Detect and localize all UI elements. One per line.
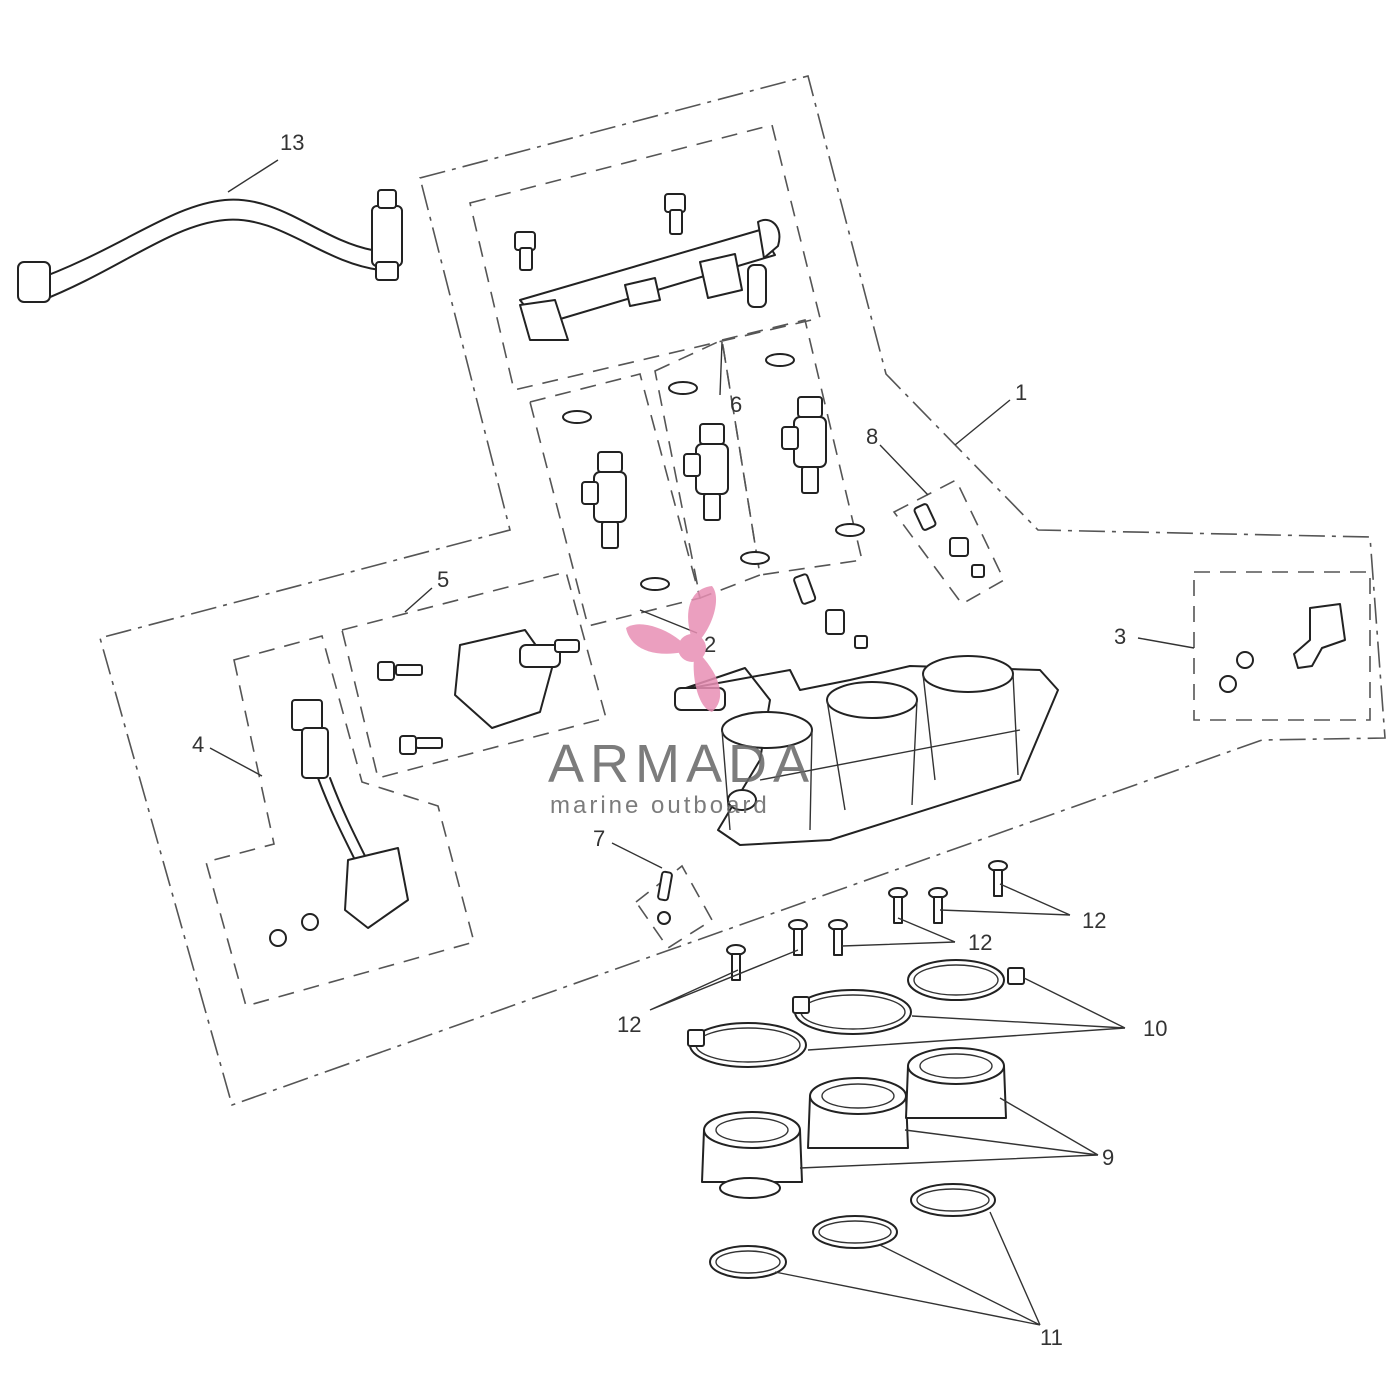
boundary-sensor-4 [205, 635, 475, 1007]
boundary-fuel-rail [469, 124, 821, 391]
fuel-injectors [581, 396, 827, 549]
idle-screw-spring [793, 573, 868, 649]
watermark: ARMADA marine outboard [548, 586, 815, 819]
callout-12-right: 12 [1082, 908, 1106, 933]
callout-13: 13 [280, 130, 304, 155]
leader-lines [209, 159, 1195, 1326]
callout-3: 3 [1114, 624, 1126, 649]
o-rings [562, 353, 865, 591]
callout-11: 11 [1040, 1325, 1063, 1350]
boundary-injectors-mid [654, 338, 761, 600]
callout-12-middle: 12 [968, 930, 992, 955]
callout-6: 6 [730, 392, 742, 417]
watermark-tagline: marine outboard [550, 792, 770, 819]
callout-5: 5 [437, 567, 449, 592]
callout-9: 9 [1102, 1145, 1114, 1170]
callout-7: 7 [593, 826, 605, 851]
intake-adapters [701, 1047, 1007, 1199]
propeller-logo-icon [626, 586, 721, 712]
bracket-3 [1219, 603, 1346, 693]
callout-2: 2 [704, 632, 716, 657]
boundary-screw-8 [892, 478, 1006, 606]
hose-clamps [687, 959, 1025, 1068]
callout-labels: 13 1 6 8 5 2 3 4 7 12 12 12 10 9 11 [192, 130, 1167, 1350]
sensor-with-harness [269, 699, 409, 947]
screw-set-7 [657, 870, 673, 925]
boundary-injectors-right [721, 319, 863, 576]
callout-4: 4 [192, 732, 204, 757]
boundary-assembly-1 [99, 75, 1386, 1107]
boundary-screw-7 [634, 864, 714, 950]
watermark-brand: ARMADA [548, 734, 815, 794]
throttle-position-sensor [377, 629, 580, 755]
throttle-body-assembly [674, 655, 1059, 846]
gaskets [709, 1183, 996, 1279]
boundary-bracket-3 [1193, 571, 1371, 721]
fuel-hose [17, 189, 403, 303]
callout-12-left: 12 [617, 1012, 641, 1037]
callout-1: 1 [1015, 380, 1027, 405]
bolts [726, 860, 1008, 981]
fuel-rail [514, 193, 781, 341]
callout-8: 8 [866, 424, 878, 449]
callout-10: 10 [1143, 1016, 1167, 1041]
screw-set-8 [913, 503, 985, 578]
